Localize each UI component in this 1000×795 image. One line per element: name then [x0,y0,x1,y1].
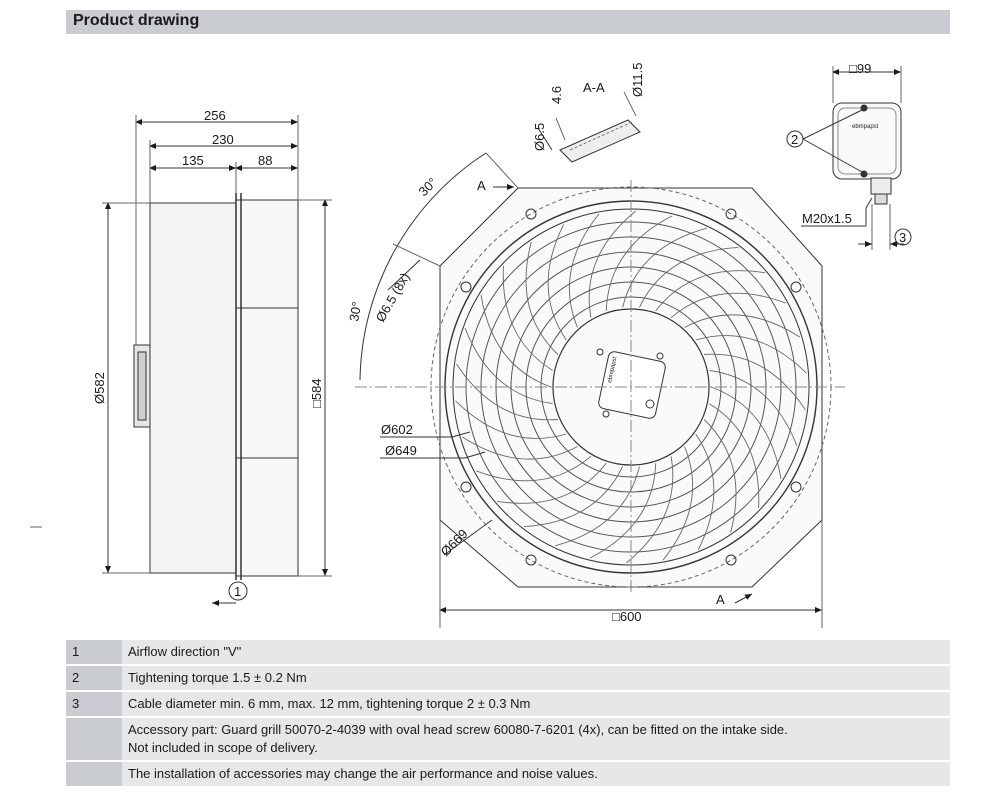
grill-strut [480,294,552,388]
dim-99: □99 [849,61,871,76]
grill-strut [710,386,782,480]
note-row: 1 Airflow direction "V" [66,640,950,666]
hole-dim-label: Ø6.5 (8x) [373,270,413,324]
note-number: 1 [66,640,122,666]
callout-3: 3 [899,230,906,245]
side-view-labels: 256 230 135 88 Ø582 □584 1 [92,108,324,599]
note-text: The installation of accessories may chan… [122,761,950,788]
grill-strut [709,369,798,446]
grill-strut [502,265,553,371]
grill-strut [464,328,553,405]
grill-strut [704,353,806,411]
note-number: 2 [66,665,122,692]
front-view-fan-blades [455,210,807,564]
note-row: 2 Tightening torque 1.5 ± 0.2 Nm [66,665,950,692]
terminal-box-view [786,66,912,250]
note-row: The installation of accessories may chan… [66,761,950,788]
note-row: Accessory part: Guard grill 50070-2-4039… [66,717,950,762]
product-drawing: 256 230 135 88 Ø582 □584 1 [30,61,912,628]
thread-label: M20x1.5 [802,211,852,226]
grill-strut [555,466,640,547]
note-number [66,717,122,762]
note-row: 3 Cable diameter min. 6 mm, max. 12 mm, … [66,691,950,718]
grill-strut [456,363,558,421]
section-marker-bottom: A [716,592,725,607]
grill-strut [547,224,567,341]
dim-11-5: Ø11.5 [630,63,645,97]
grill-strut [476,455,592,482]
callout-2: 2 [791,132,798,147]
grill-strut [662,446,694,561]
section-view-labels: A-A 4.6 Ø11.5 Ø6.5 [532,63,645,151]
grill-strut [523,466,624,528]
dim-602: Ø602 [381,422,413,437]
dim-649: Ø649 [385,443,417,458]
grill-strut [709,403,760,509]
note-number [66,761,122,788]
note-text: Tightening torque 1.5 ± 0.2 Nm [122,665,950,692]
note-line: Accessory part: Guard grill 50070-2-4039… [128,722,788,737]
dim-256: 256 [204,108,226,123]
dim-584: □584 [309,378,324,408]
grill-strut [568,213,600,328]
section-title: A-A [583,80,605,95]
grill-strut [670,292,786,319]
grill-strut [605,215,673,311]
terminal-box-labels: □99 2 M20x1.5 3 ebmpapst [791,61,906,245]
notes-table: 1 Airflow direction "V" 2 Tightening tor… [66,640,950,788]
grill-strut [461,436,578,460]
grill-strut [638,246,739,308]
grill-strut [588,210,636,318]
dim-582: Ø582 [92,372,107,404]
grill-strut [695,433,715,550]
dim-4-6: 4.6 [549,86,564,104]
angle-top-label: 30° [416,175,441,200]
grill-strut [626,456,674,564]
note-text: Accessory part: Guard grill 50070-2-4039… [122,717,950,762]
front-brand-label: ebmpapst [607,356,618,383]
grill-strut [525,241,559,355]
callout-1: 1 [234,584,241,599]
note-line: Not included in scope of delivery. [128,740,318,755]
front-view [355,152,845,628]
note-number: 3 [66,691,122,718]
section-marker-top: A [477,178,486,193]
dim-6-5: Ø6.5 [532,123,547,151]
grill-strut [622,227,707,308]
dim-135: 135 [182,153,204,168]
grill-strut [684,314,801,338]
grill-strut [703,419,737,533]
dim-600: □600 [612,609,642,624]
note-text: Airflow direction "V" [122,640,950,666]
box-brand-label: ebmpapst [852,124,879,130]
grill-strut [497,462,607,504]
note-text: Cable diameter min. 6 mm, max. 12 mm, ti… [122,691,950,718]
grill-strut [655,270,765,312]
section-header: Product drawing [66,10,950,34]
dim-88: 88 [258,153,272,168]
grill-strut [589,463,657,559]
grill-strut [455,400,567,439]
angle-left-label: 30° [346,301,364,323]
grill-strut [695,335,807,374]
dim-230: 230 [212,132,234,147]
section-title: Product drawing [73,12,200,29]
section-view [537,91,641,163]
side-view [30,115,332,606]
